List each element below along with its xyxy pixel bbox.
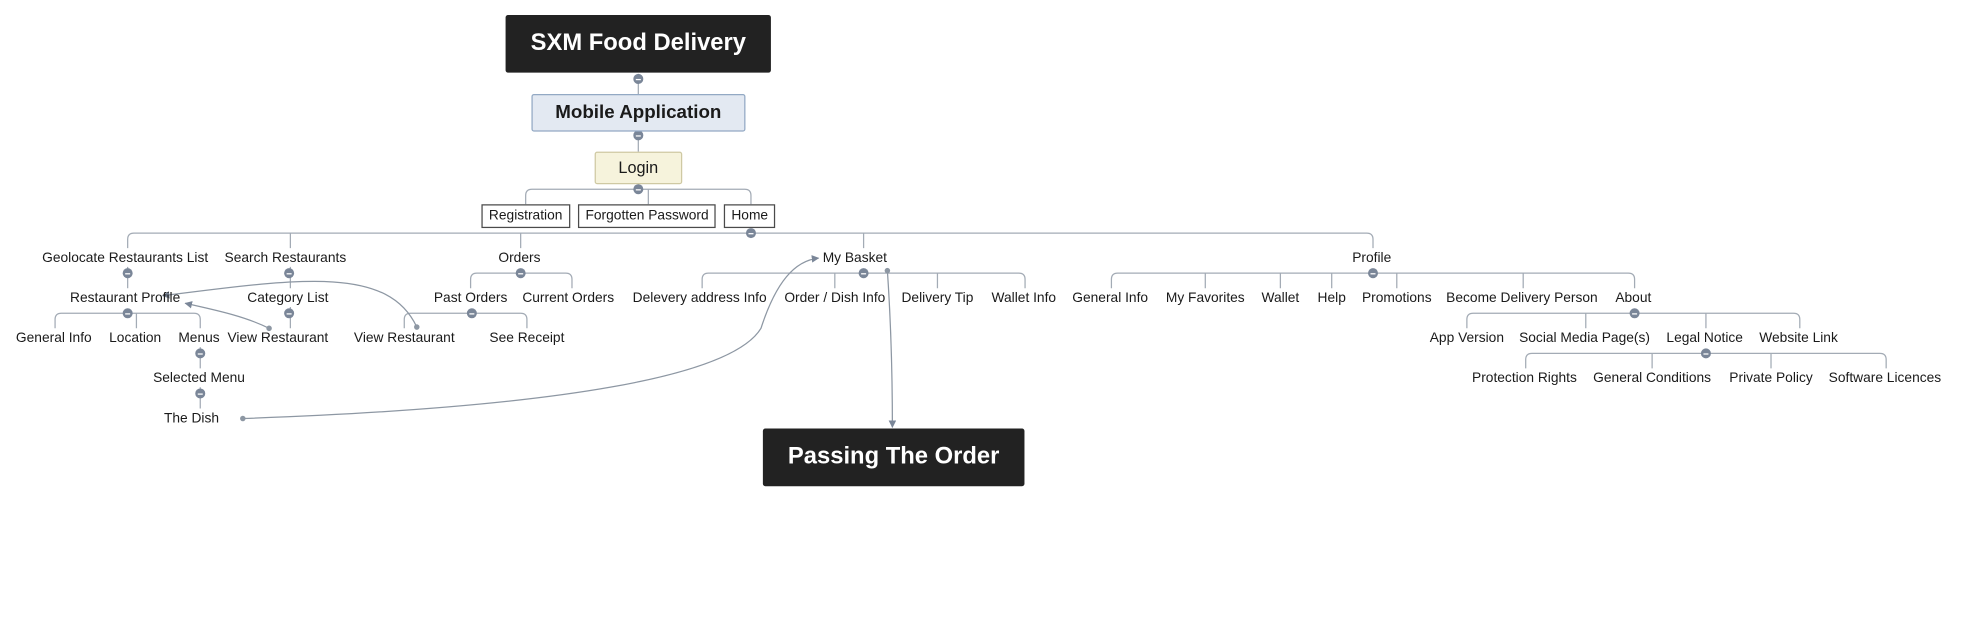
topic-social-media-pages[interactable]: Social Media Page(s) <box>1519 330 1650 346</box>
collapse-toggle[interactable] <box>858 268 869 279</box>
topic-restaurant-profile[interactable]: Restaurant Profile <box>70 290 181 306</box>
collapse-toggle[interactable] <box>633 184 644 195</box>
topic-home[interactable]: Home <box>723 204 776 229</box>
topic-promotions[interactable]: Promotions <box>1361 290 1432 306</box>
topic-profile-general-info[interactable]: General Info <box>1072 290 1149 306</box>
topic-app-version[interactable]: App Version <box>1429 330 1505 346</box>
root-topic[interactable]: SXM Food Delivery <box>505 15 772 73</box>
collapse-toggle[interactable] <box>745 228 756 239</box>
topic-legal-notice[interactable]: Legal Notice <box>1666 330 1743 346</box>
topic-website-link[interactable]: Website Link <box>1759 330 1838 346</box>
topic-forgotten-password[interactable]: Forgotten Password <box>577 204 717 229</box>
topic-view-restaurant[interactable]: View Restaurant <box>353 330 455 346</box>
collapse-toggle[interactable] <box>122 308 133 319</box>
floating-topic-passing-the-order[interactable]: Passing The Order <box>762 428 1025 487</box>
topic-mobile-application[interactable]: Mobile Application <box>531 93 746 132</box>
topic-general-conditions[interactable]: General Conditions <box>1593 370 1712 386</box>
topic-private-policy[interactable]: Private Policy <box>1729 370 1813 386</box>
topic-category-list[interactable]: Category List <box>247 290 329 306</box>
topic-my-favorites[interactable]: My Favorites <box>1165 290 1245 306</box>
topic-search-restaurants[interactable]: Search Restaurants <box>224 250 347 266</box>
collapse-toggle[interactable] <box>515 268 526 279</box>
topic-registration[interactable]: Registration <box>481 204 570 229</box>
topic-view-restaurant[interactable]: View Restaurant <box>227 330 329 346</box>
collapse-toggle[interactable] <box>122 268 133 279</box>
topic-my-basket[interactable]: My Basket <box>822 250 887 266</box>
topic-the-dish[interactable]: The Dish <box>163 411 220 427</box>
topic-menus[interactable]: Menus <box>178 330 220 346</box>
topic-wallet[interactable]: Wallet <box>1261 290 1300 306</box>
topic-about[interactable]: About <box>1615 290 1652 306</box>
collapse-toggle[interactable] <box>284 308 295 319</box>
collapse-toggle[interactable] <box>284 268 295 279</box>
collapse-toggle[interactable] <box>195 348 206 359</box>
topic-order-dish-info[interactable]: Order / Dish Info <box>784 290 886 306</box>
topic-geolocate-restaurants-list[interactable]: Geolocate Restaurants List <box>42 250 209 266</box>
topic-login[interactable]: Login <box>594 151 683 185</box>
topic-restaurant-general-info[interactable]: General Info <box>15 330 92 346</box>
topic-protection-rights[interactable]: Protection Rights <box>1472 370 1577 386</box>
topic-help[interactable]: Help <box>1317 290 1346 306</box>
topic-profile[interactable]: Profile <box>1352 250 1392 266</box>
topic-location[interactable]: Location <box>109 330 162 346</box>
topic-delivery-address-info[interactable]: Delevery address Info <box>632 290 767 306</box>
topic-selected-menu[interactable]: Selected Menu <box>153 370 245 386</box>
collapse-toggle[interactable] <box>633 130 644 141</box>
topic-software-licences[interactable]: Software Licences <box>1828 370 1942 386</box>
topic-delivery-tip[interactable]: Delivery Tip <box>901 290 974 306</box>
collapse-toggle[interactable] <box>633 73 644 84</box>
collapse-toggle[interactable] <box>195 388 206 399</box>
topic-become-delivery-person[interactable]: Become Delivery Person <box>1446 290 1598 306</box>
collapse-toggle[interactable] <box>1367 268 1379 279</box>
collapse-toggle[interactable] <box>1629 308 1640 319</box>
topic-see-receipt[interactable]: See Receipt <box>489 330 565 346</box>
collapse-toggle[interactable] <box>1700 348 1711 359</box>
topic-wallet-info[interactable]: Wallet Info <box>991 290 1057 306</box>
topic-current-orders[interactable]: Current Orders <box>522 290 615 306</box>
topic-past-orders[interactable]: Past Orders <box>433 290 508 306</box>
collapse-toggle[interactable] <box>466 308 477 319</box>
topic-orders[interactable]: Orders <box>498 250 541 266</box>
